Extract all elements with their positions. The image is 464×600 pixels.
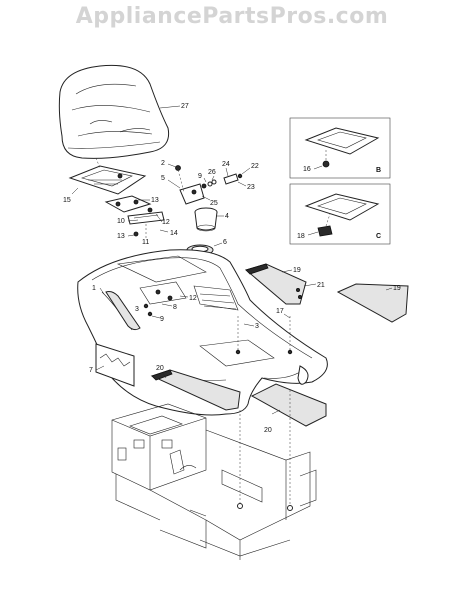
label-11: 11 <box>142 239 149 246</box>
label-5: 5 <box>161 175 165 182</box>
foot-mat-right[interactable] <box>336 283 409 323</box>
label-22: 22 <box>251 163 259 170</box>
inset-c-letter: C <box>376 233 381 240</box>
label-13a: 13 <box>151 197 159 204</box>
label-9b: 9 <box>160 316 164 323</box>
label-4: 4 <box>225 213 229 220</box>
foot-mat-left[interactable] <box>244 263 307 305</box>
label-1: 1 <box>92 285 96 292</box>
fuel-cap[interactable] <box>194 207 218 232</box>
watermark-title: AppliancePartsPros.com <box>75 4 389 29</box>
label-3b: 3 <box>255 323 259 330</box>
label-18: 18 <box>297 233 305 240</box>
inset-b-letter: B <box>376 167 381 174</box>
label-6: 6 <box>223 239 227 246</box>
label-27: 27 <box>181 103 189 110</box>
label-8: 8 <box>173 304 177 311</box>
seat-pan[interactable] <box>68 165 147 195</box>
label-24: 24 <box>222 161 230 168</box>
label-12a: 12 <box>162 219 170 226</box>
label-19b: 19 <box>393 285 401 292</box>
label-17: 17 <box>276 308 284 315</box>
seat[interactable] <box>58 64 170 159</box>
label-13b: 13 <box>117 233 125 240</box>
foot-mat-deck[interactable] <box>150 369 241 411</box>
label-10: 10 <box>117 218 125 225</box>
label-7: 7 <box>89 367 93 374</box>
hardware-cluster[interactable] <box>175 165 243 205</box>
label-12b: 12 <box>189 295 197 302</box>
label-26: 26 <box>208 169 216 176</box>
label-14: 14 <box>170 230 178 237</box>
inset-c <box>289 183 391 245</box>
tractor-frame <box>111 390 317 560</box>
serrated-bracket[interactable] <box>95 343 135 387</box>
label-15: 15 <box>63 197 71 204</box>
label-3a: 3 <box>135 306 139 313</box>
label-20a: 20 <box>156 365 164 372</box>
label-9: 9 <box>198 173 202 180</box>
foot-mat-loose[interactable] <box>250 383 327 427</box>
label-23: 23 <box>247 184 255 191</box>
label-21: 21 <box>317 282 325 289</box>
label-16: 16 <box>303 166 311 173</box>
label-20b: 20 <box>264 427 272 434</box>
label-19a: 19 <box>293 267 301 274</box>
label-25: 25 <box>210 200 218 207</box>
inset-b <box>289 117 391 179</box>
label-2: 2 <box>161 160 165 167</box>
